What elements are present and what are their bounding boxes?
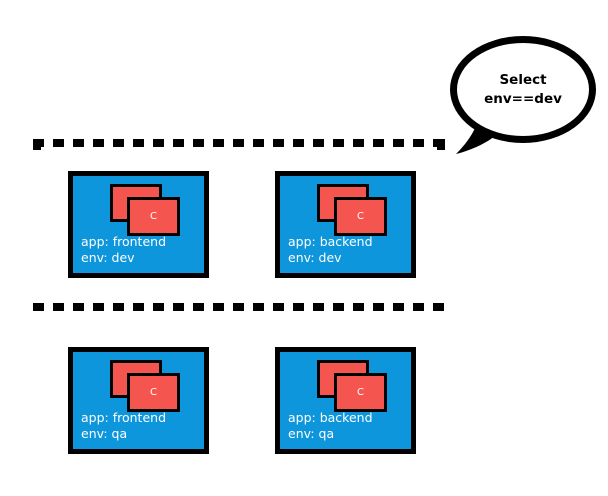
callout-line-1: Select bbox=[499, 71, 547, 88]
pod-frontend-dev[interactable]: C app: frontend env: dev bbox=[68, 171, 209, 278]
container-stack: C bbox=[317, 184, 387, 236]
selection-border-right bbox=[437, 139, 445, 311]
container-stack: C bbox=[110, 184, 180, 236]
pod-frontend-qa[interactable]: C app: frontend env: qa bbox=[68, 347, 209, 454]
container-letter: C bbox=[150, 210, 157, 222]
callout-line-2: env==dev bbox=[484, 90, 562, 107]
container-icon-front: C bbox=[334, 197, 387, 236]
container-stack: C bbox=[110, 360, 180, 412]
container-icon-front: C bbox=[127, 373, 180, 412]
pod-env-label: env: dev bbox=[288, 250, 342, 265]
container-icon-front: C bbox=[334, 373, 387, 412]
pod-labels: app: frontend env: qa bbox=[81, 410, 166, 442]
pod-labels: app: backend env: qa bbox=[288, 410, 373, 442]
pod-labels: app: frontend env: dev bbox=[81, 234, 166, 266]
callout-bubble: Select env==dev bbox=[450, 36, 596, 143]
container-letter: C bbox=[150, 386, 157, 398]
pod-env-label: env: qa bbox=[81, 426, 128, 441]
pod-app-label: app: frontend bbox=[81, 410, 166, 425]
pod-env-label: env: dev bbox=[81, 250, 135, 265]
pod-app-label: app: backend bbox=[288, 410, 373, 425]
selection-border-bottom bbox=[33, 303, 445, 311]
container-stack: C bbox=[317, 360, 387, 412]
pod-app-label: app: backend bbox=[288, 234, 373, 249]
dev-selection-region[interactable] bbox=[33, 139, 445, 311]
selector-callout: Select env==dev bbox=[450, 36, 596, 154]
selection-border-left bbox=[33, 139, 41, 311]
container-letter: C bbox=[357, 210, 364, 222]
container-letter: C bbox=[357, 386, 364, 398]
container-icon-front: C bbox=[127, 197, 180, 236]
pod-backend-qa[interactable]: C app: backend env: qa bbox=[275, 347, 416, 454]
pod-backend-dev[interactable]: C app: backend env: dev bbox=[275, 171, 416, 278]
pod-labels: app: backend env: dev bbox=[288, 234, 373, 266]
pod-app-label: app: frontend bbox=[81, 234, 166, 249]
pod-env-label: env: qa bbox=[288, 426, 335, 441]
selection-border-top bbox=[33, 139, 445, 147]
